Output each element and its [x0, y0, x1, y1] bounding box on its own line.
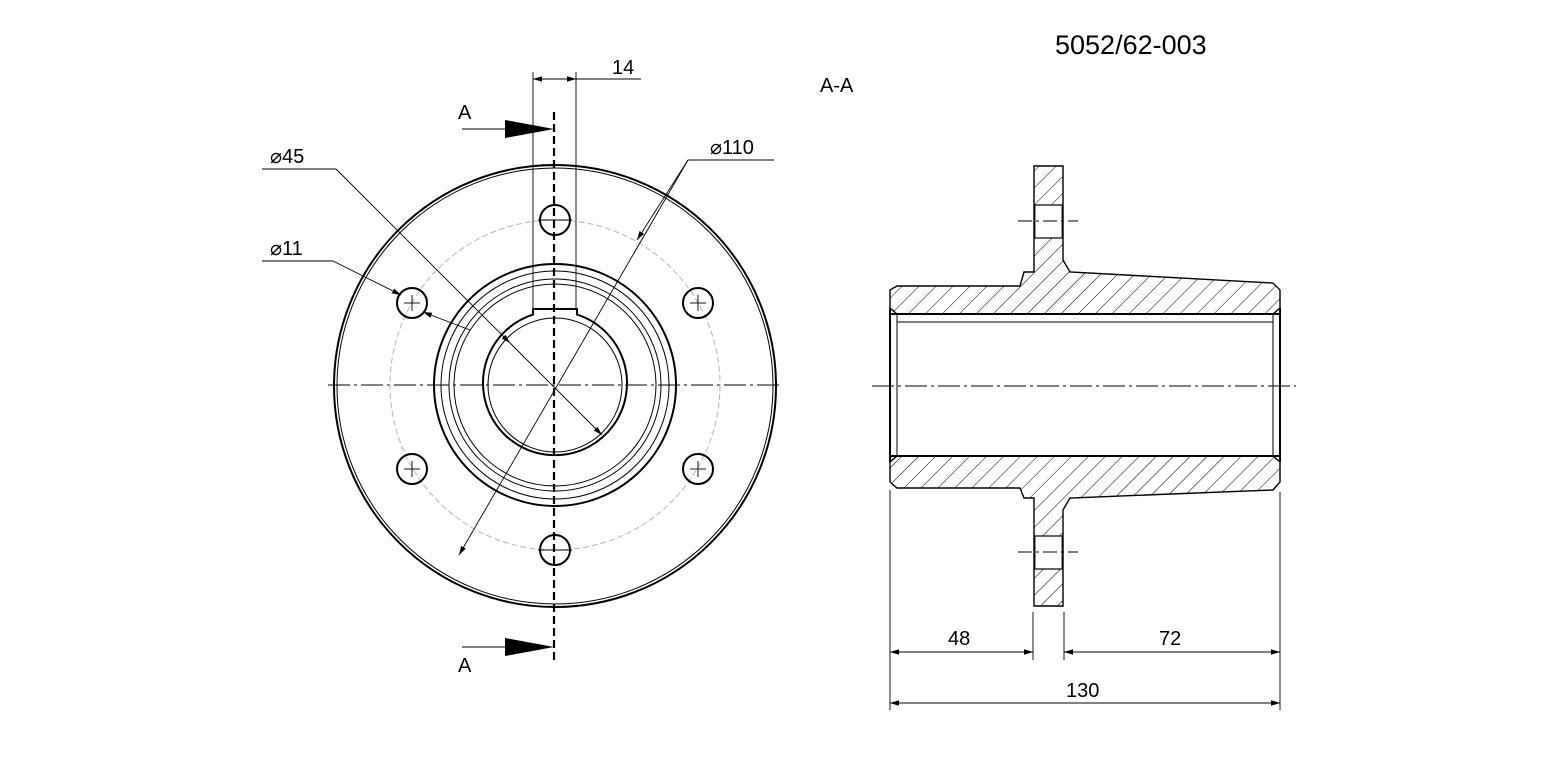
section-view: 48 72 130 — [872, 165, 1296, 710]
section-marker-bottom: A — [458, 655, 472, 677]
left-length-dimension: 48 — [889, 490, 1034, 710]
section-title: A-A — [820, 75, 854, 97]
bolt-hole-lower-right — [682, 453, 714, 485]
bolt-holes — [396, 204, 714, 566]
hole-diameter-label: ⌀11 — [270, 238, 303, 260]
section-arrow-bottom — [462, 638, 554, 656]
lower-wall-section — [889, 455, 1281, 607]
bolt-hole-upper-right — [682, 287, 714, 319]
drawing-number: 5052/62-003 — [1055, 30, 1207, 60]
section-marker-top: A — [458, 102, 472, 124]
overall-length-dimension: 130 — [890, 680, 1280, 706]
bore-diameter-label: ⌀45 — [270, 146, 304, 168]
outer-diameter-label: ⌀110 — [710, 137, 754, 159]
hole-diameter-dimension: ⌀11 — [262, 238, 471, 331]
bolt-hole-lower-left — [396, 453, 428, 485]
bolt-hole-upper-left — [396, 287, 428, 319]
outer-diameter-dimension: ⌀110 — [458, 137, 774, 556]
front-view: A A 14 ⌀110 ⌀45 — [262, 57, 782, 677]
key-width-label: 14 — [612, 57, 634, 79]
section-arrow-top — [462, 120, 554, 138]
overall-length-label: 130 — [1066, 680, 1099, 702]
bore-with-keyway — [482, 308, 628, 457]
left-length-label: 48 — [948, 628, 970, 650]
right-length-dimension: 72 — [1063, 492, 1281, 710]
flange-outer-circle — [333, 164, 777, 608]
flange-hole-upper — [1034, 204, 1063, 239]
bore-diameter-dimension: ⌀45 — [262, 146, 603, 436]
flange-hole-lower — [1034, 535, 1063, 570]
upper-wall-section — [889, 165, 1281, 315]
right-length-label: 72 — [1159, 628, 1181, 650]
bore-interior — [890, 314, 1280, 456]
key-width-dimension: 14 — [532, 57, 641, 310]
